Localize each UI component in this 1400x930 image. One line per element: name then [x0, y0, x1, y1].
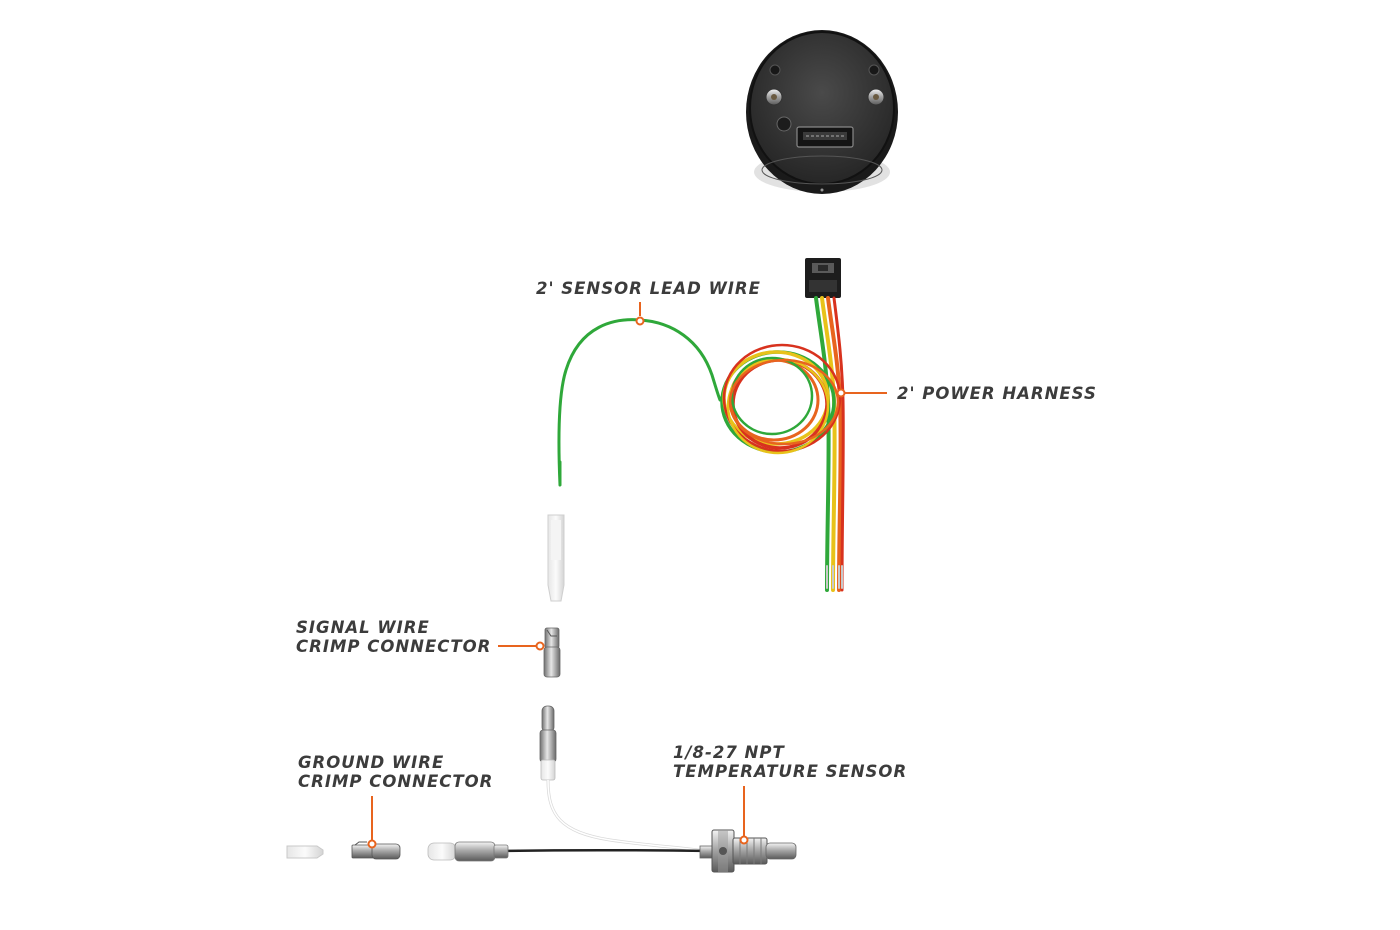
terminal-post-left [765, 88, 783, 106]
sensor-lead-wire [557, 318, 722, 487]
label-signal-line1: SIGNAL WIRE [296, 618, 430, 637]
label-power-harness: 2' POWER HARNESS [897, 384, 1097, 403]
leader-dot-temp-sensor [739, 835, 749, 845]
sensor-signal-bullet [539, 705, 713, 854]
leader-dot-ground-crimp [367, 839, 377, 849]
label-signal-crimp-connector: SIGNAL WIRE CRIMP CONNECTOR [296, 618, 491, 656]
leader-dot-sensor-lead-wire [635, 316, 645, 326]
ground-wire-boot [286, 845, 324, 859]
label-ground-line2: CRIMP CONNECTOR [298, 772, 494, 791]
label-sensor-lead-wire-text: 2' SENSOR LEAD WIRE [536, 279, 761, 298]
power-harness [720, 296, 845, 592]
label-temp-line1: 1/8-27 NPT [673, 743, 785, 762]
label-temperature-sensor: 1/8-27 NPT TEMPERATURE SENSOR [673, 743, 907, 781]
label-power-harness-text: 2' POWER HARNESS [897, 384, 1097, 403]
ground-wire [427, 841, 713, 862]
signal-crimp-connector [543, 627, 561, 678]
leader-dot-signal-crimp [535, 641, 545, 651]
label-sensor-lead-wire: 2' SENSOR LEAD WIRE [536, 279, 761, 298]
leader-dot-power-harness [836, 388, 846, 398]
label-ground-crimp-connector: GROUND WIRE CRIMP CONNECTOR [298, 753, 493, 791]
signal-wire-boot [547, 514, 565, 602]
gauge-rear-view [746, 30, 898, 194]
ground-crimp-connector [351, 841, 401, 860]
label-ground-line1: GROUND WIRE [298, 753, 445, 772]
callout-leaders [367, 302, 887, 849]
temperature-sensor [699, 829, 797, 873]
terminal-post-right [867, 88, 885, 106]
gauge-harness-socket [796, 126, 854, 148]
label-signal-line2: CRIMP CONNECTOR [296, 637, 492, 656]
harness-connector [805, 258, 841, 298]
label-temp-line2: TEMPERATURE SENSOR [673, 762, 908, 781]
